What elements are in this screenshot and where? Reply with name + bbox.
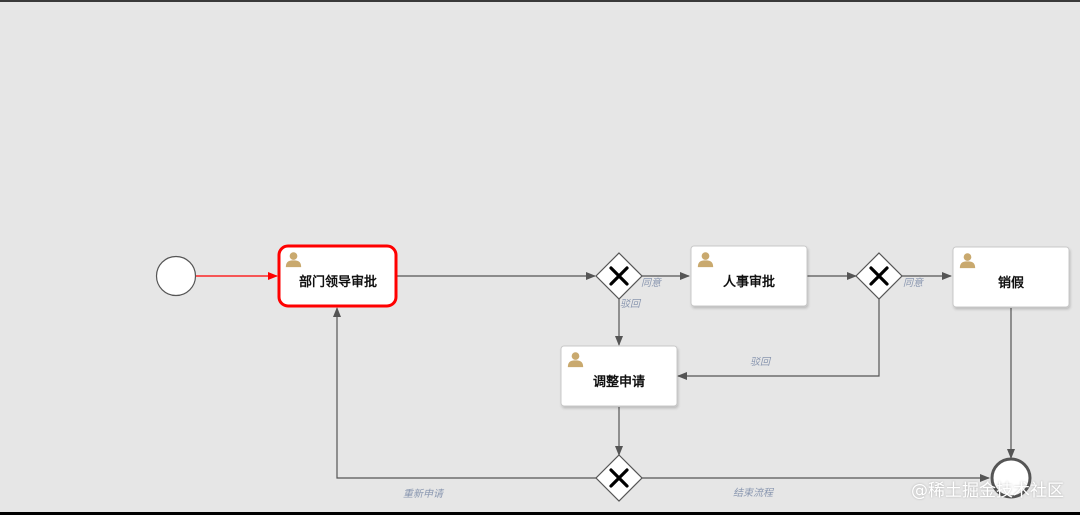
flow-label-resubmit: 重新申请 — [403, 488, 445, 500]
task-adjust-request[interactable]: 调整申请 — [560, 345, 678, 407]
task-hr-approval[interactable]: 人事审批 — [690, 245, 808, 307]
flow-label-reject-2: 驳回 — [750, 356, 772, 368]
flow-label-agree-1: 同意 — [641, 277, 662, 289]
task-label-adjust-request: 调整申请 — [593, 374, 645, 390]
end-event[interactable] — [990, 457, 1032, 499]
task-dept-approval[interactable]: 部门领导审批 — [277, 244, 398, 308]
task-label-cancel-leave: 销假 — [998, 275, 1025, 291]
bottom-border — [0, 512, 1080, 515]
task-label-dept-approval: 部门领导审批 — [299, 274, 377, 290]
flow-label-end-flow: 结束流程 — [733, 487, 775, 499]
exclusive-gateway-icon — [609, 266, 629, 286]
exclusive-gateway-1[interactable] — [595, 252, 643, 300]
flow-gateway-2-to-adjust-request[interactable] — [677, 299, 880, 380]
watermark: @稀土掘金技术社区 — [911, 481, 1064, 501]
flow-label-agree-2: 同意 — [903, 277, 924, 289]
flow-label-reject-1: 驳回 — [620, 298, 642, 310]
flow-gateway-3-to-dept-approval[interactable] — [333, 307, 596, 479]
exclusive-gateway-icon — [869, 266, 889, 286]
task-cancel-leave[interactable]: 销假 — [952, 246, 1070, 308]
exclusive-gateway-icon — [609, 468, 629, 488]
top-border — [0, 0, 1080, 2]
start-event[interactable] — [155, 255, 197, 297]
exclusive-gateway-3[interactable] — [595, 454, 643, 502]
task-label-hr-approval: 人事审批 — [723, 274, 775, 290]
exclusive-gateway-2[interactable] — [855, 252, 903, 300]
